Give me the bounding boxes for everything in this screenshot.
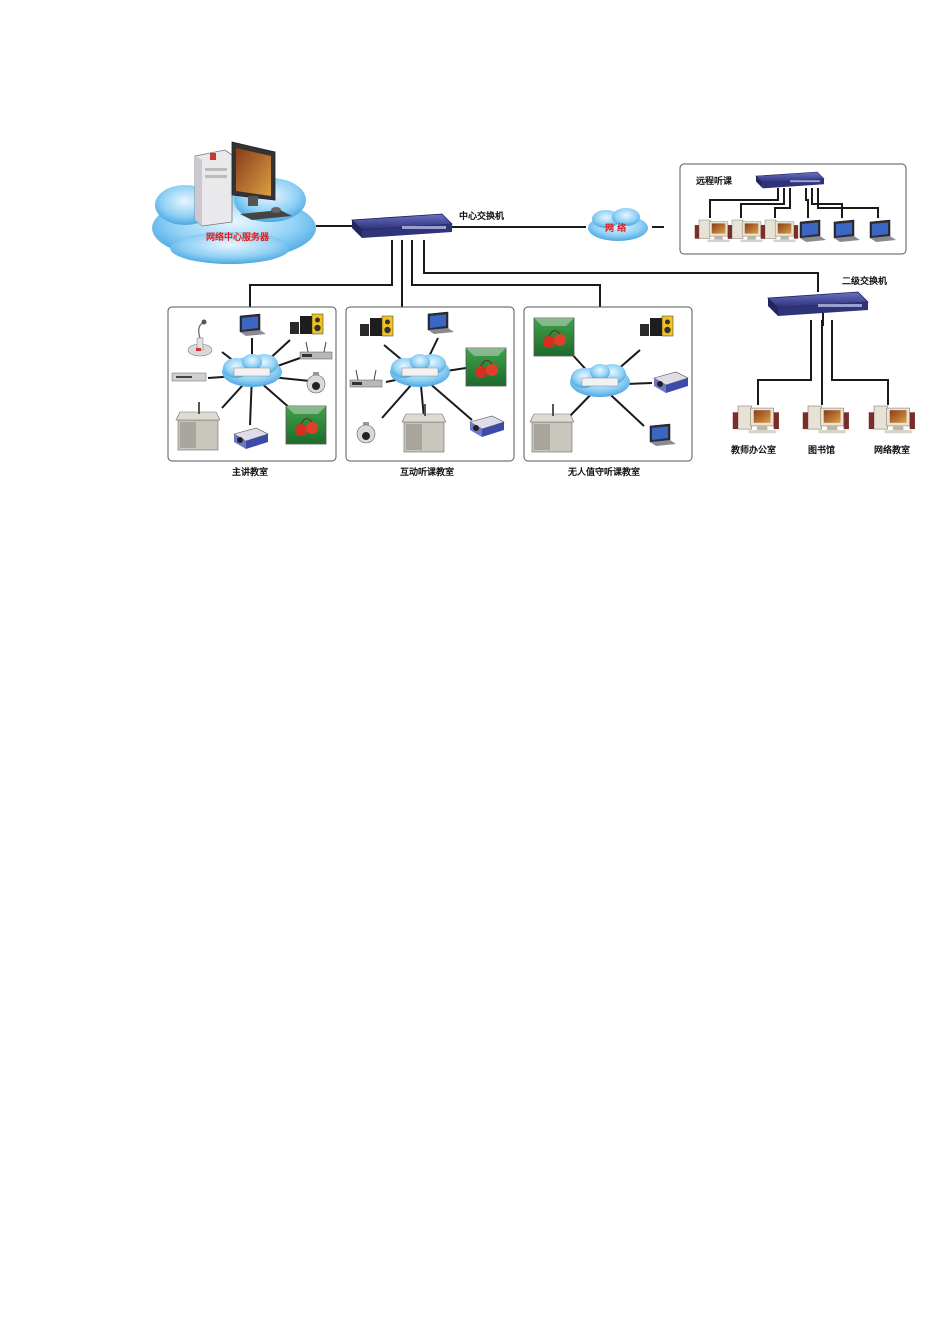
- central-switch-icon: [351, 213, 453, 239]
- endpoint-pc-icon: [802, 405, 850, 434]
- switch-cloud-icon: [569, 363, 631, 398]
- endpoint-label: 图书馆: [808, 444, 835, 456]
- internet-cloud-icon: [588, 208, 648, 241]
- switch-cloud-icon: [389, 353, 451, 388]
- classroom-interactive-listening: 互动听课教室: [345, 306, 515, 478]
- secondary-switch-icon: [767, 291, 869, 317]
- secondary-switch-label: 二级交换机: [842, 275, 887, 287]
- dvd-player-icon: [171, 372, 207, 382]
- projection-screen-icon: [465, 347, 507, 387]
- endpoint-library: 图书馆: [802, 405, 850, 456]
- projection-screen-icon: [533, 317, 575, 357]
- endpoint-pc-icon: [732, 405, 780, 434]
- endpoint-pc-icon: [868, 405, 916, 434]
- projection-screen-icon: [285, 405, 327, 445]
- classroom-unattended-listening: 无人值守听课教室: [523, 306, 693, 478]
- connection-lines: [249, 225, 889, 405]
- central-switch-label: 中心交换机: [459, 210, 504, 222]
- server-label: 网络中心服务器: [206, 231, 270, 243]
- classroom-main-lecture: 主讲教室: [167, 306, 337, 478]
- classroom-label: 无人值守听课教室: [567, 466, 640, 478]
- server-computer-icon: [194, 141, 292, 227]
- remote-listening-label: 远程听课: [696, 175, 733, 187]
- remote-listening-group: 远程听课: [679, 163, 907, 255]
- endpoint-label: 教师办公室: [730, 444, 776, 456]
- endpoint-network-classroom: 网络教室: [868, 405, 916, 456]
- switch-cloud-icon: [221, 353, 283, 388]
- endpoint-teacher-office: 教师办公室: [730, 405, 780, 456]
- classroom-label: 互动听课教室: [400, 466, 454, 478]
- endpoint-label: 网络教室: [874, 444, 910, 456]
- classroom-label: 主讲教室: [232, 466, 268, 478]
- internet-cloud-label: 网 络: [605, 222, 626, 234]
